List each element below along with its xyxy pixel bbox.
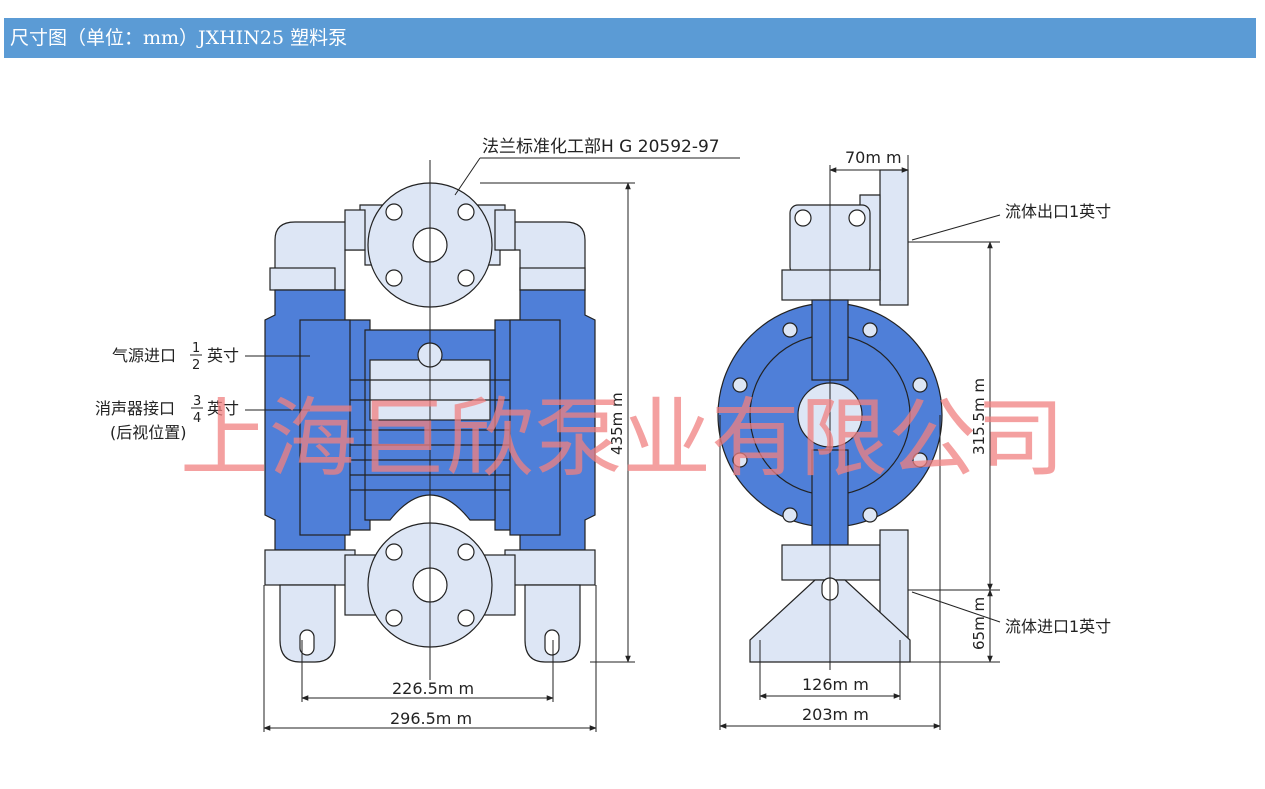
dim-width-inner: 226.5m m <box>392 679 474 698</box>
dim-side-base-inner: 126m m <box>802 675 869 694</box>
muffler-label: 消声器接口 <box>95 399 175 418</box>
dim-side-bottom: 65m m <box>970 597 988 650</box>
title-bar: 尺寸图（单位：mm）JXHIN25 塑料泵 <box>4 18 1256 58</box>
inlet-label: 流体进口1英寸 <box>1005 617 1111 636</box>
air-inlet-label: 气源进口 <box>112 346 176 365</box>
dim-side-height: 315.5m m <box>970 378 988 455</box>
title-sub: （单位：mm）JXHIN25 塑料泵 <box>67 27 348 49</box>
air-inlet-numerator: 1 <box>192 341 200 356</box>
company-watermark: 上海巨欣泵业有限公司 <box>180 389 1065 489</box>
front-dimensions <box>245 157 740 732</box>
muffler-numerator: 3 <box>193 394 201 409</box>
air-inlet-unit: 英寸 <box>207 346 239 365</box>
dim-height-total: 435m m <box>608 392 626 455</box>
dim-side-top: 70m m <box>845 148 902 167</box>
side-dimensions <box>719 155 1001 730</box>
air-inlet-denominator: 2 <box>192 358 200 373</box>
front-bottom-manifold <box>264 549 356 586</box>
dim-side-base-outer: 203m m <box>802 705 869 724</box>
side-outlet-flange <box>879 169 909 306</box>
front-left-foot <box>279 584 336 663</box>
flange-label: 法兰标准化工部H G 20592-97 <box>482 137 720 157</box>
dim-width-outer: 296.5m m <box>390 709 472 728</box>
front-view <box>264 182 596 663</box>
title-main: 尺寸图 <box>10 27 68 49</box>
muffler-note: (后视位置) <box>110 423 187 442</box>
muffler-denominator: 4 <box>193 411 201 426</box>
outlet-label: 流体出口1英寸 <box>1005 202 1111 221</box>
front-right-foot <box>524 584 581 663</box>
muffler-unit: 英寸 <box>207 399 239 418</box>
